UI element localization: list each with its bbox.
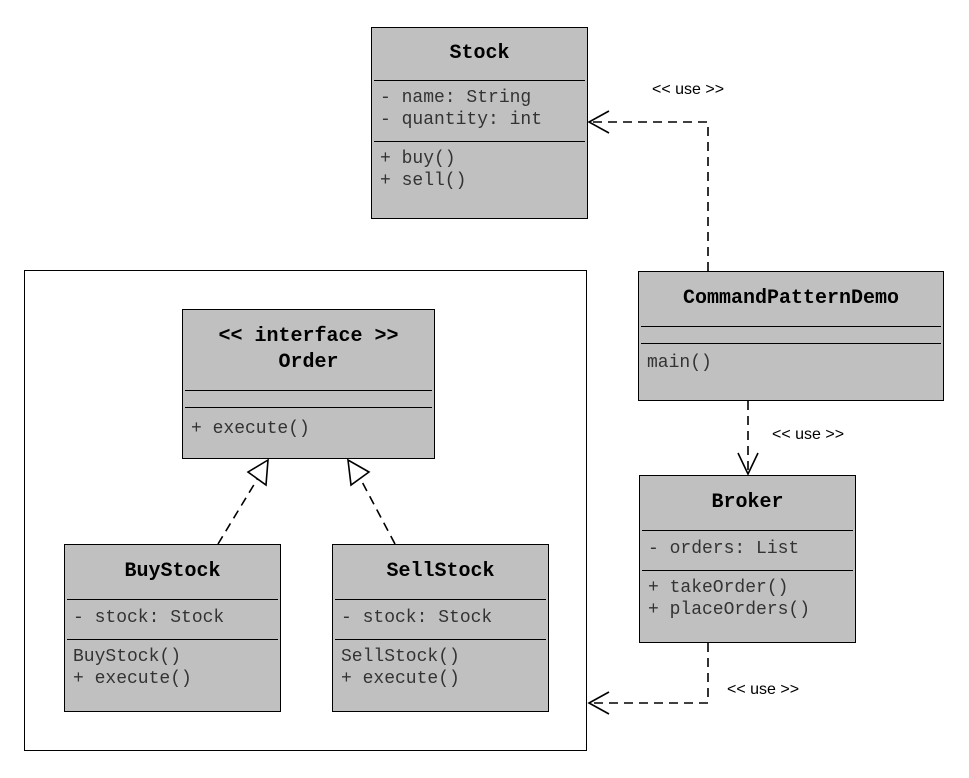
interface-order-stereotype: << interface >> xyxy=(218,325,399,348)
class-buy-stock-attributes: - stock: Stock xyxy=(65,600,280,639)
class-sell-stock: SellStock - stock: Stock SellStock() + e… xyxy=(332,544,549,712)
class-command-pattern-demo-methods: main() xyxy=(639,344,943,374)
class-buy-stock-method: BuyStock() xyxy=(73,647,182,667)
realization-triangle-icon xyxy=(347,458,371,487)
class-sell-stock-methods: SellStock() + execute() xyxy=(333,640,548,690)
interface-order-method: + execute() xyxy=(191,419,310,439)
class-sell-stock-method: SellStock() xyxy=(341,647,460,667)
class-buy-stock-method: + execute() xyxy=(73,669,192,689)
class-stock-separator xyxy=(374,80,585,81)
class-command-pattern-demo-method: main() xyxy=(647,353,712,373)
class-broker-separator xyxy=(642,570,853,571)
label-demo-uses-broker: << use >> xyxy=(772,426,845,443)
class-stock-methods: + buy() + sell() xyxy=(372,142,587,192)
class-sell-stock-attributes: - stock: Stock xyxy=(333,600,548,639)
dependency-broker-package xyxy=(590,643,709,704)
class-buy-stock: BuyStock - stock: Stock BuyStock() + exe… xyxy=(64,544,281,712)
interface-order-header: << interface >> Order xyxy=(183,310,434,390)
class-broker: Broker - orders: List + takeOrder() + pl… xyxy=(639,475,856,643)
arrowhead-open-icon xyxy=(587,110,610,134)
arrowhead-open-icon xyxy=(587,691,610,715)
class-stock-separator xyxy=(374,141,585,142)
class-buy-stock-methods: BuyStock() + execute() xyxy=(65,640,280,690)
class-stock: Stock - name: String - quantity: int + b… xyxy=(371,27,588,219)
class-broker-methods: + takeOrder() + placeOrders() xyxy=(640,571,855,621)
class-broker-separator xyxy=(642,530,853,531)
class-sell-stock-name: SellStock xyxy=(386,560,495,583)
class-stock-method: + sell() xyxy=(380,171,467,191)
class-sell-stock-separator xyxy=(335,599,546,600)
class-command-pattern-demo: CommandPatternDemo main() xyxy=(638,271,944,401)
class-stock-name: Stock xyxy=(449,42,510,65)
interface-order-name: Order xyxy=(278,351,339,374)
class-stock-attributes: - name: String - quantity: int xyxy=(372,81,587,141)
dependency-demo-stock xyxy=(590,121,709,271)
label-broker-uses-orders: << use >> xyxy=(727,681,800,698)
class-command-pattern-demo-separator xyxy=(641,343,941,344)
class-stock-attribute: - name: String xyxy=(380,88,532,108)
arrowhead-open-icon xyxy=(737,452,759,476)
class-buy-stock-separator xyxy=(67,639,278,640)
class-buy-stock-name: BuyStock xyxy=(124,560,221,583)
interface-order-separator xyxy=(185,407,432,408)
class-sell-stock-attribute: - stock: Stock xyxy=(341,608,493,628)
realization-triangle-icon xyxy=(246,458,269,487)
class-sell-stock-method: + execute() xyxy=(341,669,460,689)
class-buy-stock-separator xyxy=(67,599,278,600)
class-command-pattern-demo-name: CommandPatternDemo xyxy=(682,287,900,310)
class-broker-attribute: - orders: List xyxy=(648,539,800,559)
interface-order-separator xyxy=(185,390,432,391)
class-broker-method: + takeOrder() xyxy=(648,578,789,598)
label-demo-uses-stock: << use >> xyxy=(652,81,725,98)
class-sell-stock-separator xyxy=(335,639,546,640)
class-broker-name: Broker xyxy=(711,491,784,514)
class-stock-method: + buy() xyxy=(380,149,456,169)
realization-sell-stock xyxy=(359,477,396,545)
interface-order: << interface >> Order + execute() xyxy=(182,309,435,459)
class-broker-method: + placeOrders() xyxy=(648,600,811,620)
class-stock-attribute: - quantity: int xyxy=(380,110,543,130)
class-broker-attributes: - orders: List xyxy=(640,531,855,570)
realization-buy-stock xyxy=(217,477,259,545)
class-buy-stock-attribute: - stock: Stock xyxy=(73,608,225,628)
interface-order-methods: + execute() xyxy=(183,408,434,440)
class-command-pattern-demo-separator xyxy=(641,326,941,327)
